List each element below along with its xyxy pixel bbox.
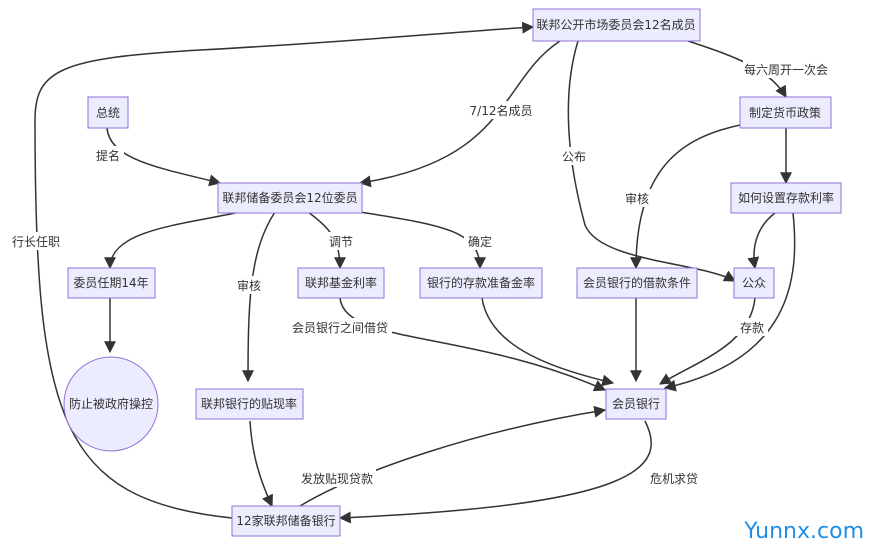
node-fed-funds-rate-label: 联邦基金利率 [305,275,377,290]
edge-board-to-discount [242,211,276,383]
edge-member-to-regional [338,420,652,524]
node-regional-banks: 12家联邦储备银行 [231,505,341,537]
edge-label-review-board-text: 审核 [237,278,261,293]
node-prevent-control: 防止被政府操控 [63,356,159,452]
node-fomc-label: 联邦公开市场委员会12名成员 [536,17,695,32]
node-fomc: 联邦公开市场委员会12名成员 [532,8,701,42]
node-president: 总统 [87,96,129,129]
node-monetary-policy: 制定货币政策 [739,96,832,129]
edges [34,21,796,524]
edge-regional-to-fomc [34,21,535,519]
edge-label-president-duty: 行长任职 [9,232,63,250]
node-deposit-rate-label: 如何设置存款利率 [738,190,834,205]
edge-deposit-to-member [663,212,796,392]
watermark: Yunnx.com [744,519,864,544]
node-reserve-ratio: 银行的存款准备金率 [419,267,543,299]
edge-discount-to-regional [249,420,273,508]
edge-label-interbank: 会员银行之间借贷 [288,318,392,336]
node-board-label: 联邦储备委员会12位委员 [222,190,357,205]
edge-label-president-duty-text: 行长任职 [12,235,60,249]
edge-label-review-monetary: 审核 [622,189,652,207]
node-reserve-ratio-label: 银行的存款准备金率 [427,275,535,290]
edge-label-review-board: 审核 [234,276,264,294]
node-regional-banks-label: 12家联邦储备银行 [236,513,335,528]
node-discount-rate: 联邦银行的贴现率 [195,388,304,420]
node-member-banks: 会员银行 [605,388,667,420]
edge-fedfunds-to-member [339,297,607,392]
edge-label-seven-of-twelve-text: 7/12名成员 [470,103,533,118]
edge-board-to-reserve [359,211,486,270]
edge-label-review-monetary-text: 审核 [625,191,649,206]
edge-label-seven-of-twelve: 7/12名成员 [470,101,533,119]
edge-label-deposit: 存款 [736,318,768,336]
nodes: 联邦公开市场委员会12名成员 总统 制定货币政策 联邦储备委员会12位委员 如何… [63,8,842,537]
edge-public-to-member [658,297,756,385]
node-discount-rate-label: 联邦银行的贴现率 [201,396,297,411]
edge-label-every-six-weeks: 每六周开一次会 [743,60,829,78]
edge-label-determine-text: 确定 [468,234,492,249]
edge-label-crisis-text: 危机求贷 [650,472,698,486]
edge-label-nominate: 提名 [92,146,124,164]
edge-fomc-to-public [567,40,737,282]
node-prevent-control-label: 防止被政府操控 [69,396,153,411]
edge-label-discount-loan: 发放贴现贷款 [298,469,376,487]
edge-label-deposit-text: 存款 [740,321,764,335]
node-borrow-conditions: 会员银行的借款条件 [576,267,698,299]
edge-label-interbank-text: 会员银行之间借贷 [292,321,388,335]
edge-label-determine: 确定 [464,232,496,250]
edge-labels: 每六周开一次会 7/12名成员 公布 提名 审核 审核 调节 确定 [9,60,829,487]
edge-label-nominate-text: 提名 [96,148,120,163]
node-board: 联邦储备委员会12位委员 [217,182,363,214]
node-president-label: 总统 [96,106,120,120]
edge-label-adjust: 调节 [326,232,356,250]
edge-label-crisis: 危机求贷 [646,469,702,487]
node-public: 公众 [733,267,775,299]
edge-label-adjust-text: 调节 [329,235,353,249]
edge-regional-to-member [299,405,607,507]
node-member-banks-label: 会员银行 [612,397,660,411]
edge-monetary-to-borrow [630,123,746,270]
node-term: 委员任期14年 [67,267,156,299]
node-borrow-conditions-label: 会员银行的借款条件 [583,275,691,290]
edge-label-publish: 公布 [559,147,589,165]
node-deposit-rate: 如何设置存款利率 [730,182,842,214]
node-fed-funds-rate: 联邦基金利率 [297,267,385,299]
node-public-label: 公众 [742,276,766,290]
node-monetary-policy-label: 制定货币政策 [749,105,821,120]
edge-board-to-term [104,211,241,270]
edge-reserve-to-member [481,297,615,387]
edge-president-to-board [106,127,222,187]
edge-deposit-to-public [747,212,776,270]
node-term-label: 委员任期14年 [73,276,148,290]
edge-label-every-six-weeks-text: 每六周开一次会 [744,62,828,77]
edge-label-publish-text: 公布 [562,150,586,164]
edge-label-discount-loan-text: 发放贴现贷款 [301,471,373,486]
